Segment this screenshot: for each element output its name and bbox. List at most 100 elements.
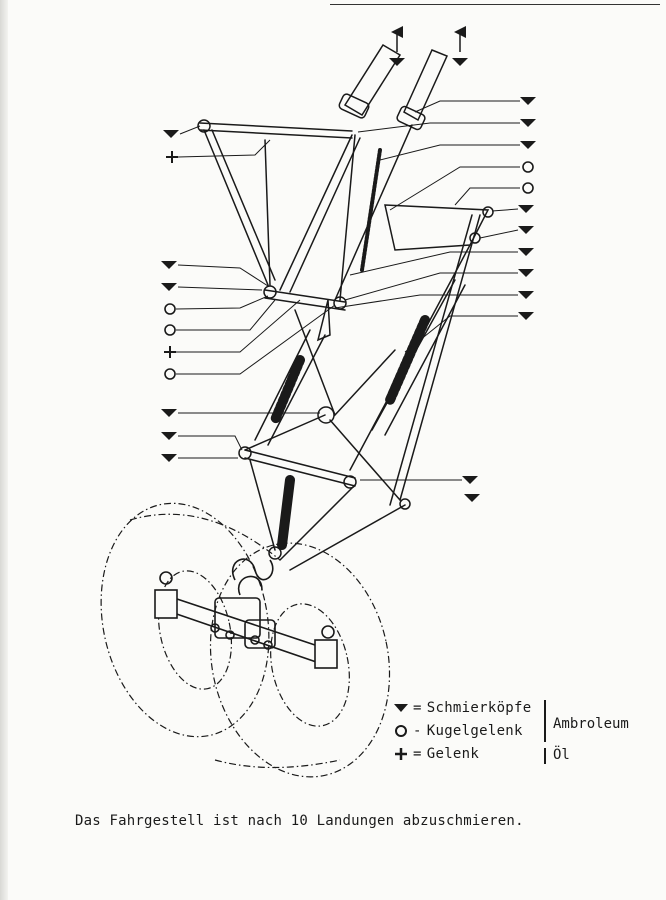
lower-leg	[249, 459, 276, 551]
legend-group-oel: Öl	[553, 747, 570, 763]
middle-bar	[264, 289, 346, 303]
legend-item-schmierkoepfe: = Schmierköpfe	[393, 697, 531, 719]
circle-marker-icon	[164, 324, 176, 336]
right-pivot	[482, 206, 494, 218]
vertical-strut	[339, 134, 356, 301]
right-markers	[462, 97, 536, 502]
lower-cross-bar	[244, 457, 356, 487]
cross-brace	[244, 414, 326, 451]
legend-bracket-ambroleum	[544, 700, 546, 742]
brake-hose	[232, 558, 274, 581]
triangle-marker-icon	[161, 454, 177, 462]
circle-marker-icon	[522, 182, 534, 194]
triangle-marker-icon	[518, 248, 534, 256]
triangle-marker-icon	[462, 476, 478, 484]
legend-bracket-oel	[544, 748, 546, 764]
cross-brace	[329, 419, 401, 501]
page-caption: Das Fahrgestell ist nach 10 Landungen ab…	[75, 813, 524, 829]
lower-knuckle	[268, 546, 282, 560]
top-arrows	[389, 26, 468, 66]
spring-coil	[360, 148, 382, 272]
triangle-marker-icon	[161, 409, 177, 417]
cross-brace	[294, 309, 396, 417]
hub-cap-right	[321, 625, 335, 639]
diagonal-strut	[289, 137, 361, 293]
plus-marker-icon	[395, 748, 407, 760]
triangle-marker-icon	[161, 432, 177, 440]
triangle-marker-icon	[520, 119, 536, 127]
legend-item-gelenk: = Gelenk	[393, 743, 479, 765]
shock-right-bellows	[385, 315, 430, 405]
long-rail	[399, 214, 481, 501]
triangle-marker-icon	[163, 130, 179, 138]
triangle-marker-icon	[520, 141, 536, 149]
triangle-marker-icon	[518, 269, 534, 277]
top-pivot	[197, 119, 211, 133]
hub-flange-right	[314, 639, 338, 669]
front-wheel-inner	[270, 603, 350, 727]
brake-housing	[214, 597, 261, 639]
legend-separator: -	[413, 723, 422, 739]
brake-housing	[244, 619, 276, 649]
triangle-marker-icon	[464, 494, 480, 502]
wheel-tread-line	[129, 513, 281, 561]
long-rail	[389, 214, 473, 506]
legend-label: Schmierköpfe	[426, 700, 532, 716]
lower-leg	[289, 504, 406, 571]
vertical-strut	[334, 124, 413, 301]
vertical-strut	[264, 139, 271, 286]
top-cross-bar	[199, 129, 353, 139]
triangle-marker-icon	[452, 58, 468, 66]
diagonal-strut	[203, 129, 269, 286]
triangle-marker-icon	[161, 283, 177, 291]
circle-marker-icon	[164, 303, 176, 315]
triangle-marker-icon	[389, 58, 405, 66]
triangle-marker-icon	[518, 291, 534, 299]
triangle-marker-icon	[161, 261, 177, 269]
shock-left	[267, 334, 326, 446]
axle-tube	[164, 594, 331, 651]
plus-marker-icon	[166, 151, 178, 163]
brake-bolt	[225, 630, 235, 640]
diagonal-strut	[211, 129, 276, 281]
upper-pylon-left	[343, 43, 402, 117]
triangle-marker-icon	[394, 704, 408, 712]
wheels	[100, 502, 391, 778]
lower-leg	[277, 475, 295, 550]
middle-pivot	[263, 285, 277, 299]
top-rule-line	[330, 4, 660, 5]
wheel-tread-line	[214, 759, 341, 769]
scan-binding-edge	[0, 0, 8, 900]
upper-pylon-right	[403, 49, 449, 122]
brake-bolt	[250, 635, 260, 645]
diagonal-strut	[279, 134, 353, 291]
triangle-marker-icon	[518, 226, 534, 234]
lower-cross-bar	[244, 449, 356, 479]
circle-marker-icon	[522, 161, 534, 173]
top-cross-bar	[199, 122, 353, 132]
front-wheel-outer	[209, 542, 391, 778]
triangle-marker-icon	[518, 205, 534, 213]
center-junction	[317, 406, 335, 424]
circle-marker-icon	[164, 368, 176, 380]
legend-label: Gelenk	[426, 746, 480, 762]
legend-label: Kugelgelenk	[426, 723, 523, 739]
shock-left	[254, 329, 311, 441]
middle-pivot	[333, 296, 347, 310]
axle-assembly	[154, 558, 338, 669]
circle-marker-icon	[395, 725, 407, 737]
hub-cap-left	[159, 571, 173, 585]
brake-hose	[237, 575, 263, 596]
legend-group-ambroleum: Ambroleum	[553, 716, 629, 732]
lower-pivot	[238, 446, 252, 460]
lower-leg	[279, 484, 356, 561]
right-leaders	[334, 100, 520, 481]
gear-frame	[197, 43, 494, 571]
plus-marker-icon	[164, 346, 176, 358]
shock-right	[384, 284, 466, 436]
legend-separator: =	[413, 746, 422, 762]
pylon-collar	[338, 93, 370, 119]
brake-bolt	[263, 640, 273, 650]
